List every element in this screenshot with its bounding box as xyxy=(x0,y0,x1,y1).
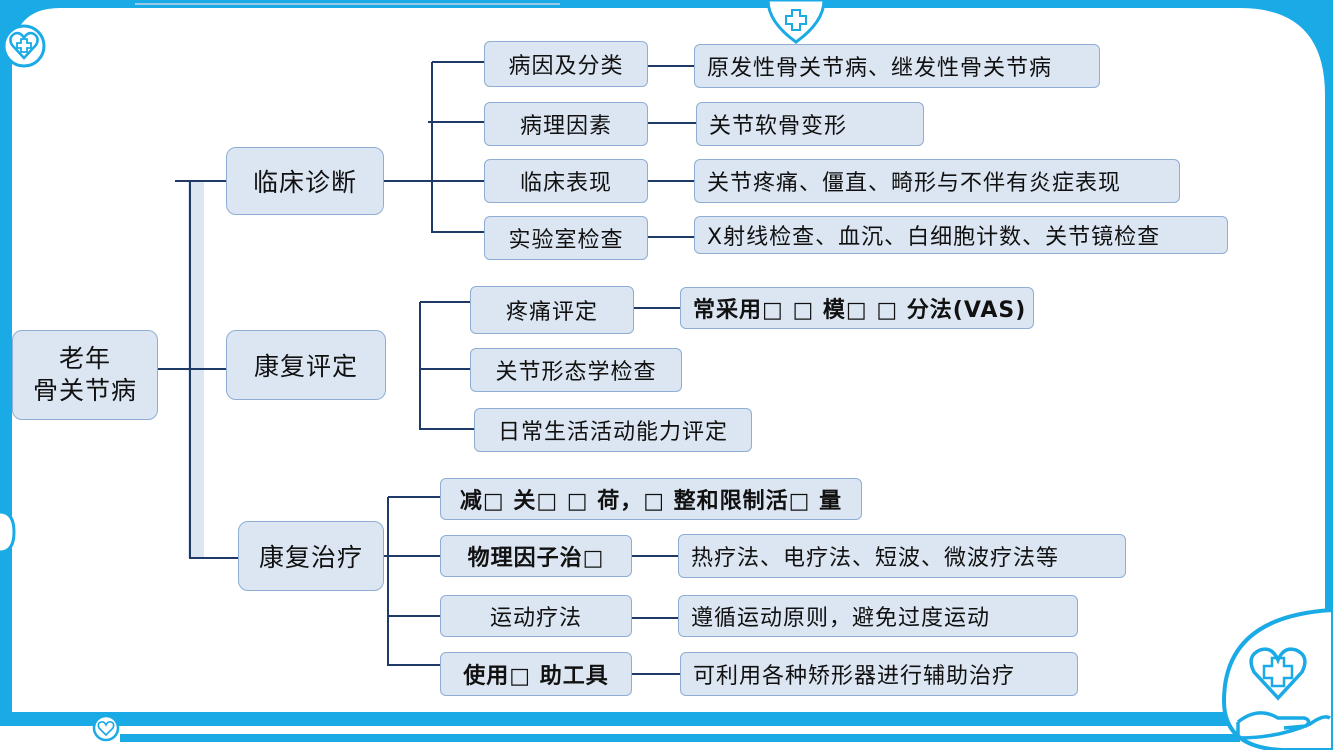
detail-etiology: 原发性骨关节病、继发性骨关节病 xyxy=(694,44,1100,88)
branch-rehab-assessment: 康复评定 xyxy=(226,330,386,400)
heart-badge-icon xyxy=(0,510,16,554)
heart-medical-cross-icon xyxy=(2,24,46,68)
node-pathology: 病理因素 xyxy=(484,102,648,146)
root-label-line1: 老年 xyxy=(58,344,111,373)
detail-assistive-devices: 可利用各种矫形器进行辅助治疗 xyxy=(680,652,1078,696)
hand-holding-heart-icon xyxy=(1221,607,1333,750)
root-label-line2: 骨关节病 xyxy=(32,376,137,405)
heart-medical-cross-icon xyxy=(766,0,826,44)
detail-clinical-signs: 关节疼痛、僵直、畸形与不伴有炎症表现 xyxy=(694,159,1180,203)
node-clinical-signs: 临床表现 xyxy=(484,159,648,203)
node-assistive-devices: 使用□ 助工具 xyxy=(440,652,632,696)
detail-physical-therapy: 热疗法、电疗法、短波、微波疗法等 xyxy=(678,534,1126,578)
detail-exercise-therapy: 遵循运动原则，避免过度运动 xyxy=(678,595,1078,637)
root-node: 老年 骨关节病 xyxy=(12,330,158,420)
heart-badge-icon xyxy=(92,714,120,742)
node-etiology: 病因及分类 xyxy=(484,41,648,87)
detail-lab-tests: X射线检查、血沉、白细胞计数、关节镜检查 xyxy=(694,216,1228,254)
branch-clinical-diagnosis: 临床诊断 xyxy=(226,147,384,215)
node-load-reduction: 减□ 关□ □ 荷，□ 整和限制活□ 量 xyxy=(440,478,862,520)
detail-pathology: 关节软骨变形 xyxy=(696,102,924,146)
branch-rehab-treatment: 康复治疗 xyxy=(238,521,384,591)
node-exercise-therapy: 运动疗法 xyxy=(440,595,632,637)
node-lab-tests: 实验室检查 xyxy=(484,216,648,260)
node-joint-morphology: 关节形态学检查 xyxy=(470,348,682,392)
node-adl-assessment: 日常生活活动能力评定 xyxy=(474,408,752,452)
node-pain-assessment: 疼痛评定 xyxy=(470,286,634,334)
node-physical-therapy: 物理因子治□ xyxy=(440,535,632,577)
detail-pain-assessment: 常采用□ □ 模□ □ 分法(VAS) xyxy=(680,287,1034,329)
